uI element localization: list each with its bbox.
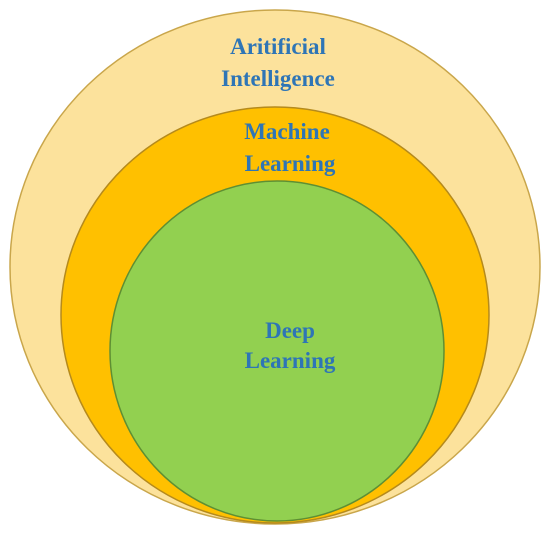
ml-label-line2: Learning [245, 151, 336, 176]
ml-label-line1: Machine [244, 119, 330, 144]
dl-label-line1: Deep [265, 318, 315, 343]
dl-label-line2: Learning [245, 348, 336, 373]
ai-label-line2: Intelligence [221, 66, 335, 91]
ai-label-line1: Aritificial [230, 34, 326, 59]
inner-circle-dl [109, 180, 445, 522]
